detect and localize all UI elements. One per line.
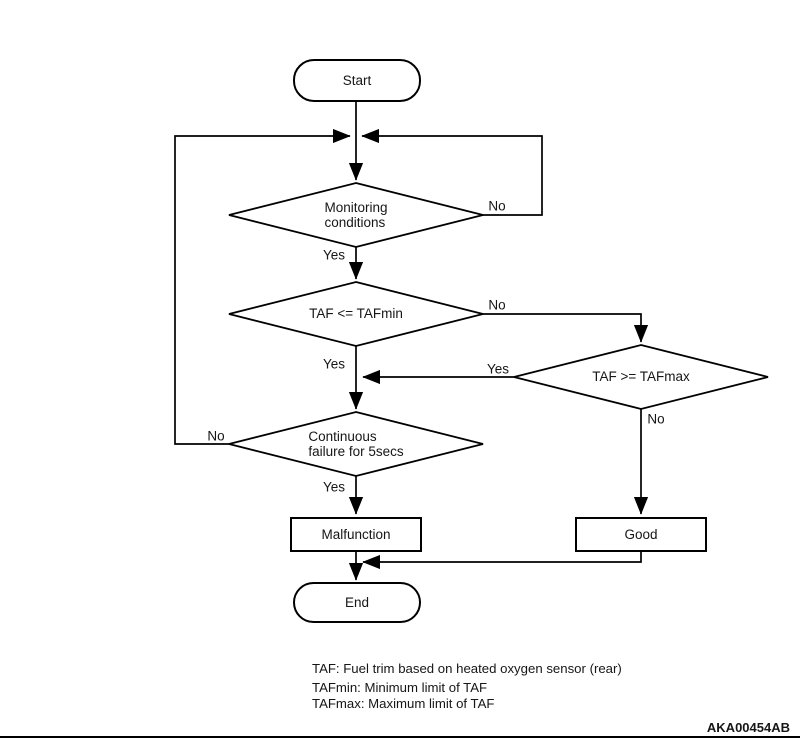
legend: TAF: Fuel trim based on heated oxygen se… — [312, 661, 622, 711]
node-start-label: Start — [342, 72, 372, 88]
node-good: Good — [575, 517, 707, 552]
edge-label-monitoring-no: No — [488, 198, 506, 214]
edge-good-join — [362, 552, 642, 570]
edge-label-tafmin-yes: Yes — [322, 356, 346, 372]
edge-tafmin-no — [483, 313, 649, 343]
legend-line-tafmax: TAFmax: Maximum limit of TAF — [312, 696, 495, 711]
edge-label-monitoring-yes: Yes — [322, 247, 346, 263]
node-good-label: Good — [624, 526, 658, 542]
legend-line-taf: TAF: Fuel trim based on heated oxygen se… — [312, 661, 622, 676]
edge-label-continuous-no: No — [207, 428, 225, 444]
node-malfunction: Malfunction — [290, 517, 422, 552]
node-malfunction-label: Malfunction — [321, 526, 391, 542]
edge-label-tafmax-no: No — [647, 411, 665, 427]
edge-continuous-no-loop — [174, 128, 351, 445]
edge-monitoring-no-loop — [361, 128, 543, 216]
figure-code: AKA00454AB — [706, 720, 790, 735]
node-start: Start — [293, 59, 421, 102]
decision-tafmin-shape — [228, 281, 484, 347]
edge-label-continuous-yes: Yes — [322, 479, 346, 495]
node-end-label: End — [344, 594, 370, 610]
edge-label-tafmin-no: No — [488, 297, 506, 313]
decision-monitoring-shape — [228, 182, 484, 248]
decision-continuous-shape — [228, 411, 484, 477]
edge-label-tafmax-yes: Yes — [486, 361, 510, 377]
decision-tafmax-shape — [513, 344, 769, 410]
bottom-rule — [0, 736, 800, 738]
legend-line-tafmin: TAFmin: Minimum limit of TAF — [312, 680, 488, 695]
node-end: End — [293, 582, 421, 623]
